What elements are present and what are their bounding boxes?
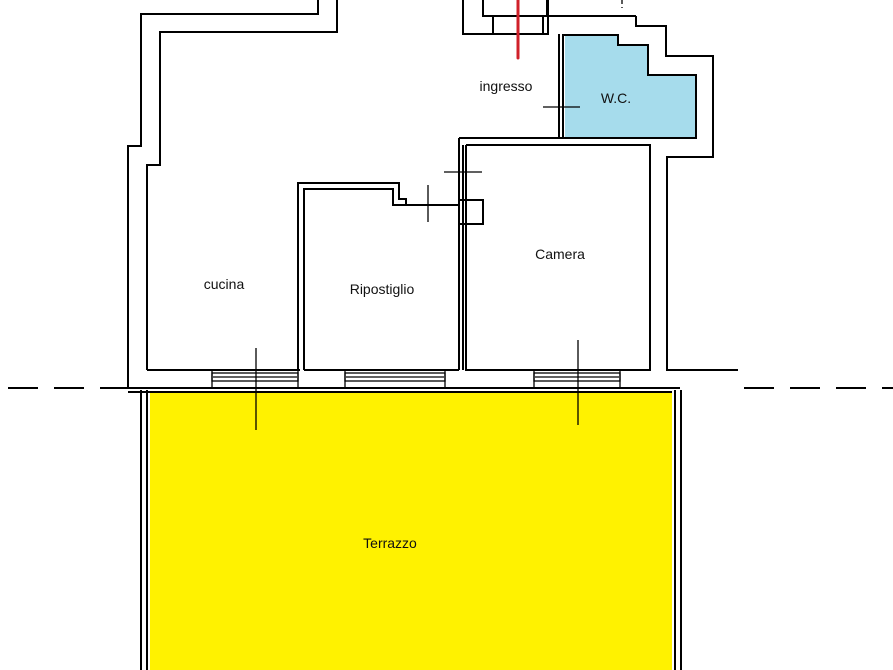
terrace-walls xyxy=(140,390,682,670)
wc-area xyxy=(565,36,695,137)
camera-walls xyxy=(458,138,651,371)
room-label-camera: Camera xyxy=(535,246,585,262)
room-label-wc: W.C. xyxy=(600,90,632,106)
door-markers xyxy=(255,106,580,430)
room-label-terrazzo: Terrazzo xyxy=(363,535,417,551)
ripostiglio-walls xyxy=(297,182,484,371)
windows xyxy=(211,370,621,388)
room-label-ingresso: ingresso xyxy=(479,78,533,94)
outer-walls xyxy=(127,0,738,388)
room-label-cucina: cucina xyxy=(203,276,245,292)
terrazzo-area xyxy=(150,392,672,670)
room-label-ripostiglio: Ripostiglio xyxy=(349,281,415,297)
